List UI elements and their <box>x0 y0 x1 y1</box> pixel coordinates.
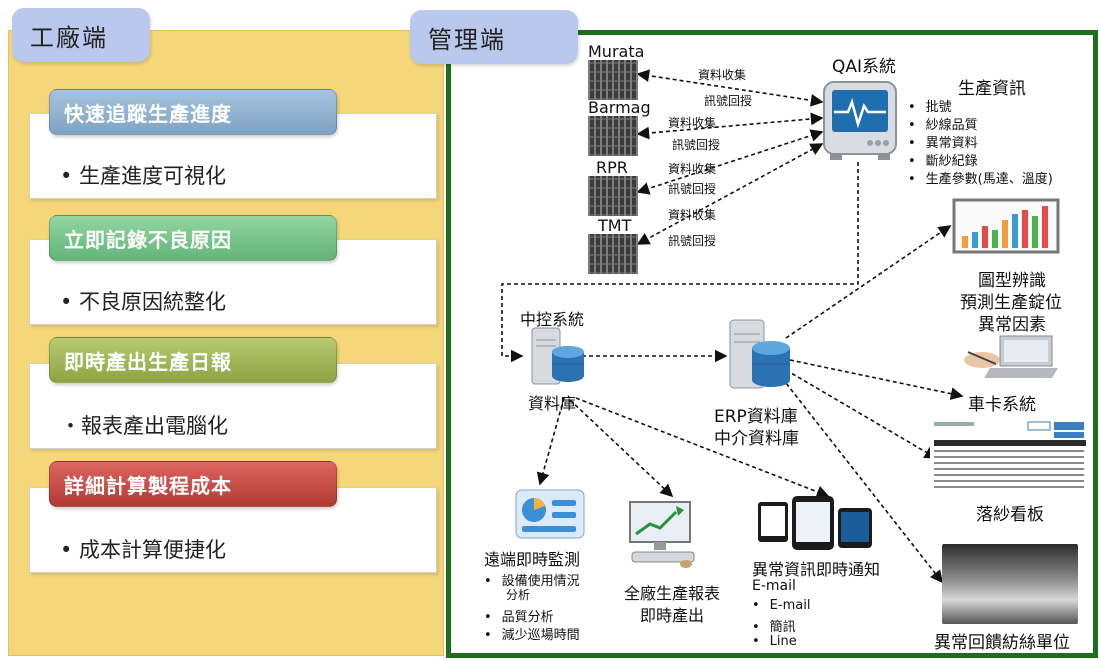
factory-panel: • 生產進度可視化 • 不良原因統整化 ・報表產出電腦化 • 成本計算便捷化 快… <box>8 30 444 656</box>
remote-item-4: 減少巡場時間 <box>484 624 580 643</box>
card-report-body: ・報表產出電腦化 <box>60 414 228 438</box>
pattern-line1: 圖型辨識 <box>978 271 1046 291</box>
card-progress-head: 快速追蹤生產進度 <box>49 89 337 135</box>
machine-label-murata: Murata <box>588 42 645 61</box>
remote-title: 遠端即時監測 <box>484 550 581 569</box>
report-line2: 即時產出 <box>640 606 705 625</box>
notify-item-3: Line <box>752 634 797 649</box>
remote-item-1: 設備使用情況 <box>484 570 580 589</box>
devices-icon <box>758 496 872 550</box>
central-db-label: 資料庫 <box>528 394 577 413</box>
qai-info-title: 生產資訊 <box>958 79 1026 99</box>
feedback-label-1: 訊號回授 <box>704 94 753 108</box>
laptop-hand-icon <box>964 335 1058 378</box>
qai-info-item-2: 紗線品質 <box>908 114 978 133</box>
notify-subtitle: E-mail <box>752 578 796 594</box>
factory-tag: 工廠端 <box>12 8 150 62</box>
machine-label-tmt: TMT <box>598 216 632 235</box>
qai-info-item-5: 生產參數(馬達、溫度) <box>908 168 1053 187</box>
machine-image-tmt <box>588 234 638 274</box>
notify-item-2: 簡訊 <box>752 616 796 635</box>
report-line1: 全廠生產報表 <box>624 584 721 603</box>
card-cost-body: • 成本計算便捷化 <box>60 538 227 562</box>
card-defect-body: • 不良原因統整化 <box>60 290 227 314</box>
erp-line1: ERP資料庫 <box>714 407 798 427</box>
collect-label-1: 資料收集 <box>698 68 747 82</box>
machine-label-rpr: RPR <box>596 158 628 177</box>
qai-info-item-4: 斷紗紀錄 <box>908 150 978 169</box>
feedback-label-4: 訊號回授 <box>668 234 717 248</box>
monitor-icon <box>823 81 897 160</box>
collect-label-3: 資料收集 <box>668 162 717 176</box>
qai-info-item-1: 批號 <box>908 96 952 115</box>
feedback-unit-label: 異常回饋紡絲單位 <box>934 633 1070 653</box>
board-label: 落紗看板 <box>976 505 1044 525</box>
notify-item-1: E-mail <box>752 598 811 613</box>
feedback-label-2: 訊號回授 <box>672 138 721 152</box>
pattern-line2: 預測生產錠位 <box>960 293 1062 313</box>
central-title: 中控系統 <box>520 310 585 329</box>
card-cost-head: 詳細計算製程成本 <box>49 461 337 507</box>
notify-title: 異常資訊即時通知 <box>752 560 881 579</box>
machine-image-barmag <box>588 116 638 156</box>
erp-line2: 中介資料庫 <box>714 429 799 449</box>
remote-item-2: 分析 <box>506 588 531 602</box>
monitoring-window-icon <box>515 489 585 539</box>
pattern-line3: 異常因素 <box>978 315 1046 335</box>
collect-label-4: 資料收集 <box>668 208 717 222</box>
report-computer-icon <box>629 501 695 568</box>
machine-image-murata <box>588 60 638 100</box>
qai-title: QAI系統 <box>832 57 897 77</box>
management-tag: 管理端 <box>410 10 578 64</box>
machine-label-barmag: Barmag <box>588 98 651 117</box>
card-report-head: 即時產出生產日報 <box>49 337 337 383</box>
card-defect-head: 立即記錄不良原因 <box>49 215 337 261</box>
machine-image-rpr <box>588 176 638 216</box>
erp-server-db-icon <box>729 319 790 389</box>
card-system-label: 車卡系統 <box>968 395 1036 415</box>
feedback-label-3: 訊號回授 <box>668 182 717 196</box>
collect-label-2: 資料收集 <box>668 116 717 130</box>
card-progress-body: • 生產進度可視化 <box>60 164 227 188</box>
spinning-unit-photo <box>942 544 1078 624</box>
qai-info-item-3: 異常資料 <box>908 132 978 151</box>
remote-item-3: 品質分析 <box>484 606 554 625</box>
bar-chart-icon <box>952 198 1060 254</box>
server-db-icon <box>531 327 584 385</box>
dashboard-table-icon <box>930 418 1090 494</box>
